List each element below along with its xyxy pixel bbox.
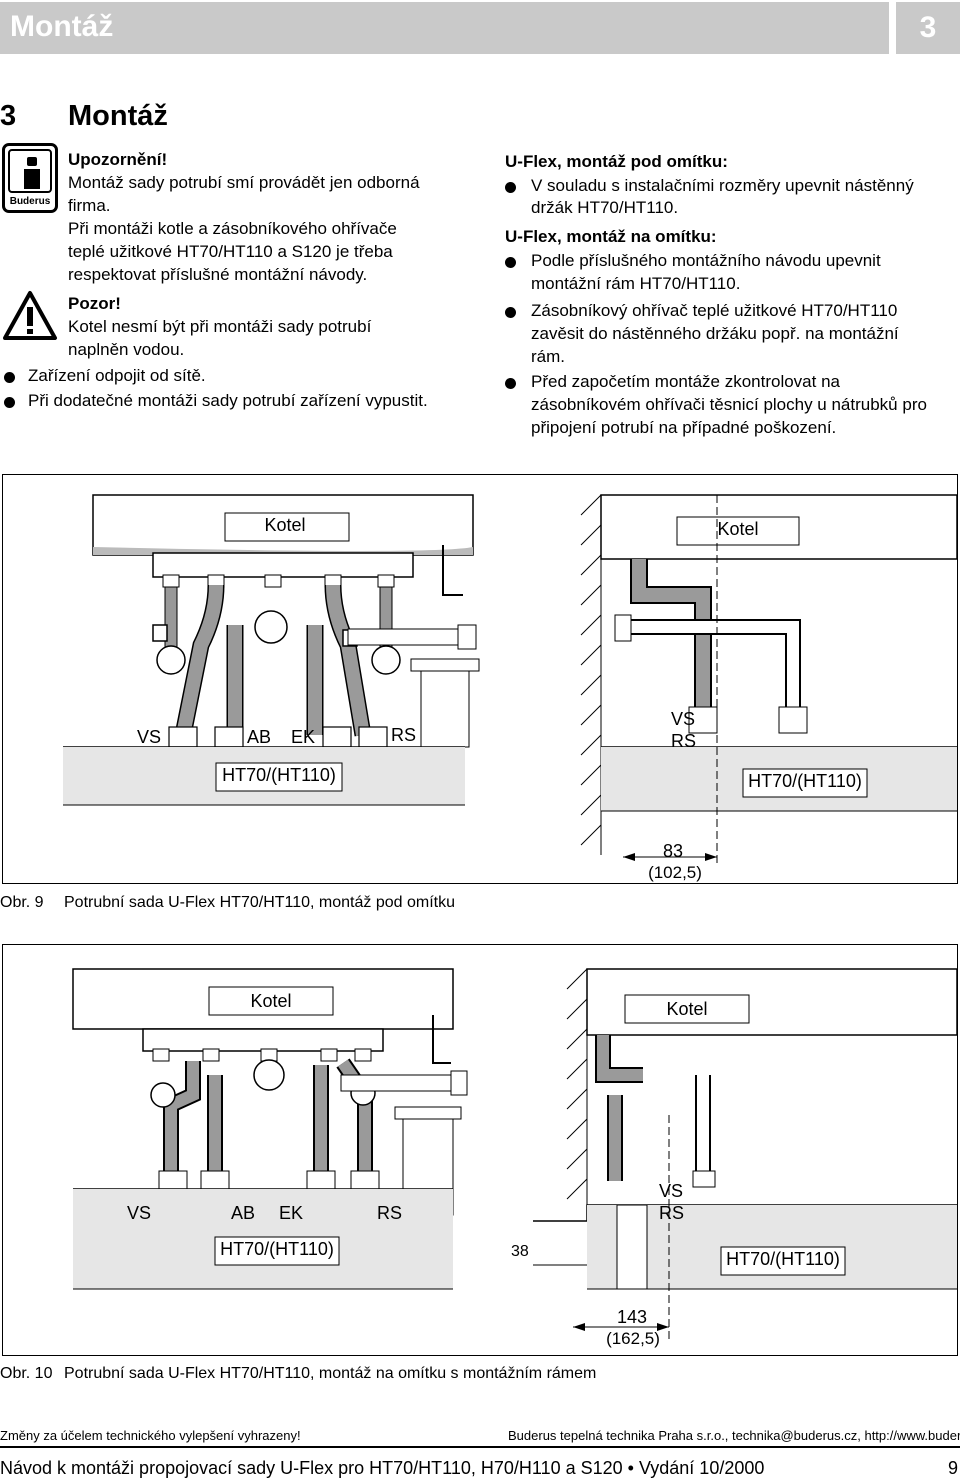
bullet-dot [4, 372, 15, 383]
figure-9-number: Obr. 9 [0, 894, 44, 911]
bullet-line: zásobníkovém ohřívači těsnicí plochy u n… [531, 395, 927, 414]
bullet-line: připojení potrubí na případné poškození. [531, 418, 837, 437]
note-line: firma. [68, 196, 111, 215]
fig9-label-ab: AB [247, 727, 272, 747]
fig10-dim-162: (162,5) [606, 1329, 660, 1348]
note-line: Montáž sady potrubí smí provádět jen odb… [68, 173, 420, 192]
fig10-label-ek: EK [279, 1203, 304, 1223]
right-heading: U-Flex, montáž na omítku: [505, 227, 717, 246]
bullet-dot [4, 397, 15, 408]
warning-heading: Pozor! [68, 294, 121, 313]
bullet-line: Zásobníkový ohřívač teplé užitkové HT70/… [531, 301, 898, 320]
bullet-text: Zařízení odpojit od sítě. [28, 366, 206, 385]
figure-9: Kotel VS AB EK RS HT70/(HT110) Kotel VS … [2, 474, 958, 884]
bullet-dot [505, 378, 516, 389]
note-line: respektovat příslušné montážní návody. [68, 265, 368, 284]
fig9-right-label-tank: HT70/(HT110) [748, 771, 862, 791]
bullet-line: rám. [531, 347, 565, 366]
footer-document-title: Návod k montáži propojovací sady U-Flex … [0, 1458, 765, 1478]
fig10-dim-143: 143 [616, 1307, 648, 1327]
figure-10-caption: Obr. 10 Potrubní sada U-Flex HT70/HT110, … [0, 1365, 596, 1383]
fig9-right-label-vs: VS [671, 709, 696, 729]
right-heading: U-Flex, montáž pod omítku: [505, 152, 728, 171]
left-column: Upozornění! Montáž sady potrubí smí prov… [68, 148, 468, 418]
figure-9-caption: Obr. 9 Potrubní sada U-Flex HT70/HT110, m… [0, 894, 455, 912]
fig10-label-ab: AB [231, 1203, 256, 1223]
fig9-dim-102: (102,5) [648, 863, 702, 882]
fig10-right-label-kotel: Kotel [666, 999, 708, 1019]
warning-line: naplněn vodou. [68, 340, 185, 359]
bullet-text: Při dodatečné montáži sady potrubí zaříz… [28, 391, 428, 410]
footer-left-note: Změny za účelem technického vylepšení vy… [0, 1428, 301, 1443]
footer-divider [0, 1446, 960, 1448]
fig9-label-vs: VS [137, 727, 162, 747]
fig10-right-label-vs: VS [659, 1181, 684, 1201]
warning-triangle-icon [3, 291, 57, 340]
page-number: 9 [947, 1458, 958, 1478]
note-heading: Upozornění! [68, 150, 168, 169]
fig10-label-rs: RS [377, 1203, 403, 1223]
fig9-dim-83: 83 [662, 841, 684, 861]
chapter-number: 3 [896, 2, 960, 54]
fig9-right-label-rs: RS [671, 731, 697, 751]
fig10-right-label-tank: HT70/(HT110) [726, 1249, 840, 1269]
figure-9-drawing [63, 494, 958, 865]
bullet-dot [505, 307, 516, 318]
fig10-label-tank: HT70/(HT110) [220, 1239, 334, 1259]
figure-10-drawing [72, 968, 958, 1341]
note-line: teplé užitkové HT70/HT110 a S120 je třeb… [68, 242, 393, 261]
figure-9-caption-text: Potrubní sada U-Flex HT70/HT110, montáž … [64, 894, 455, 911]
section-number: 3 [0, 100, 17, 132]
warning-line: Kotel nesmí být při montáži sady potrubí [68, 317, 372, 336]
bullet-line: držák HT70/HT110. [531, 198, 679, 217]
bullet-line: Podle příslušného montážního návodu upev… [531, 251, 881, 270]
bullet-line: Před započetím montáže zkontrolovat na [531, 372, 840, 391]
bullet-dot [505, 257, 516, 268]
fig10-dim-38: 38 [511, 1243, 529, 1260]
figure-10: Kotel VS AB EK RS HT70/(HT110) Kotel VS … [2, 944, 958, 1356]
right-column: U-Flex, montáž pod omítku: V souladu s i… [505, 150, 960, 440]
fig9-label-rs: RS [391, 725, 417, 745]
figure-10-caption-text: Potrubní sada U-Flex HT70/HT110, montáž … [64, 1365, 597, 1382]
note-line: Při montáži kotle a zásobníkového ohříva… [68, 219, 397, 238]
header-title: Montáž [10, 10, 114, 43]
info-icon: Buderus [2, 143, 58, 213]
section-heading: Montáž [68, 100, 168, 132]
bullet-line: V souladu s instalačními rozměry upevnit… [531, 176, 914, 195]
bullet-dot [505, 182, 516, 193]
fig10-right-label-rs: RS [659, 1203, 685, 1223]
bullet-line: montážní rám HT70/HT110. [531, 274, 741, 293]
fig10-label-vs: VS [127, 1203, 152, 1223]
fig9-right-label-kotel: Kotel [717, 519, 759, 539]
fig10-label-kotel: Kotel [250, 991, 292, 1011]
bullet-line: zavěsit do nástěnného držáku popř. na mo… [531, 324, 899, 343]
footer-right-note: Buderus tepelná technika Praha s.r.o., t… [508, 1428, 960, 1443]
info-icon-brand: Buderus [9, 196, 51, 207]
fig9-label-kotel: Kotel [264, 515, 306, 535]
header-bar: Montáž [0, 2, 889, 54]
fig9-label-tank: HT70/(HT110) [222, 765, 336, 785]
figure-10-number: Obr. 10 [0, 1365, 53, 1382]
fig9-label-ek: EK [291, 727, 316, 747]
